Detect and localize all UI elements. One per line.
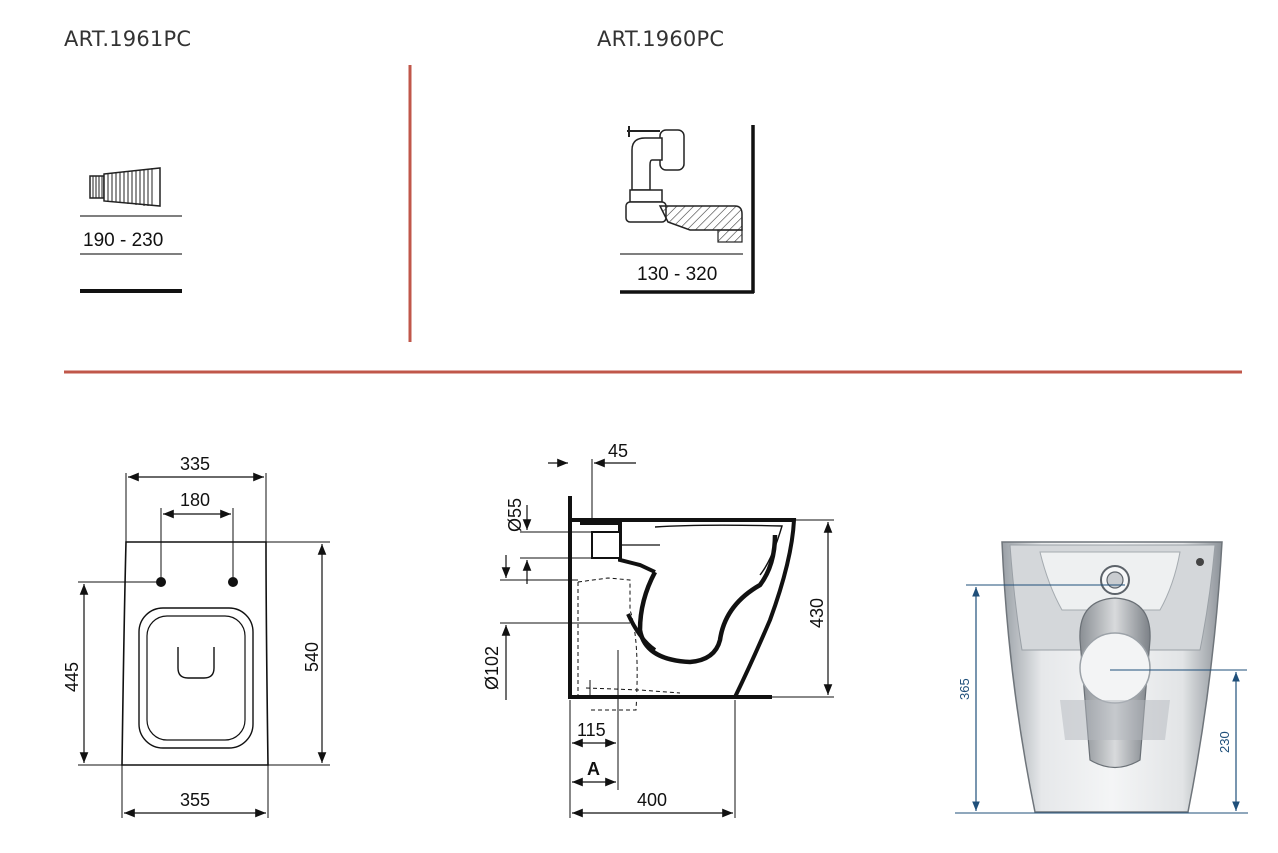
art-1961pc-range: 190 - 230 <box>83 230 163 251</box>
side-setback: 45 <box>608 441 628 461</box>
plan-hole-spacing: 180 <box>180 490 210 510</box>
plan-width-top: 335 <box>180 454 210 474</box>
side-outlet-offset: 115 <box>577 720 606 740</box>
flexible-connector-drawing <box>80 167 182 293</box>
rear-view-render <box>955 541 1248 814</box>
rear-height-inlet: 365 <box>957 678 972 700</box>
side-inlet-diameter: Ø55 <box>505 498 525 532</box>
side-height: 430 <box>807 598 827 628</box>
adjustable-connector-drawing <box>620 125 755 294</box>
plan-view-drawing <box>78 472 330 818</box>
side-a-label: A <box>587 759 600 779</box>
art-1960pc-range: 130 - 320 <box>637 264 717 285</box>
side-view-drawing <box>500 458 834 818</box>
side-length: 400 <box>637 790 667 810</box>
plan-depth-holes: 445 <box>62 662 82 692</box>
art-1961pc-label: ART.1961PC <box>64 27 192 51</box>
art-1960pc-label: ART.1960PC <box>597 27 725 51</box>
rear-height-outlet: 230 <box>1217 731 1232 753</box>
side-outlet-diameter: Ø102 <box>482 646 502 690</box>
plan-total-depth: 540 <box>302 642 322 672</box>
plan-width-bottom: 355 <box>180 790 210 810</box>
